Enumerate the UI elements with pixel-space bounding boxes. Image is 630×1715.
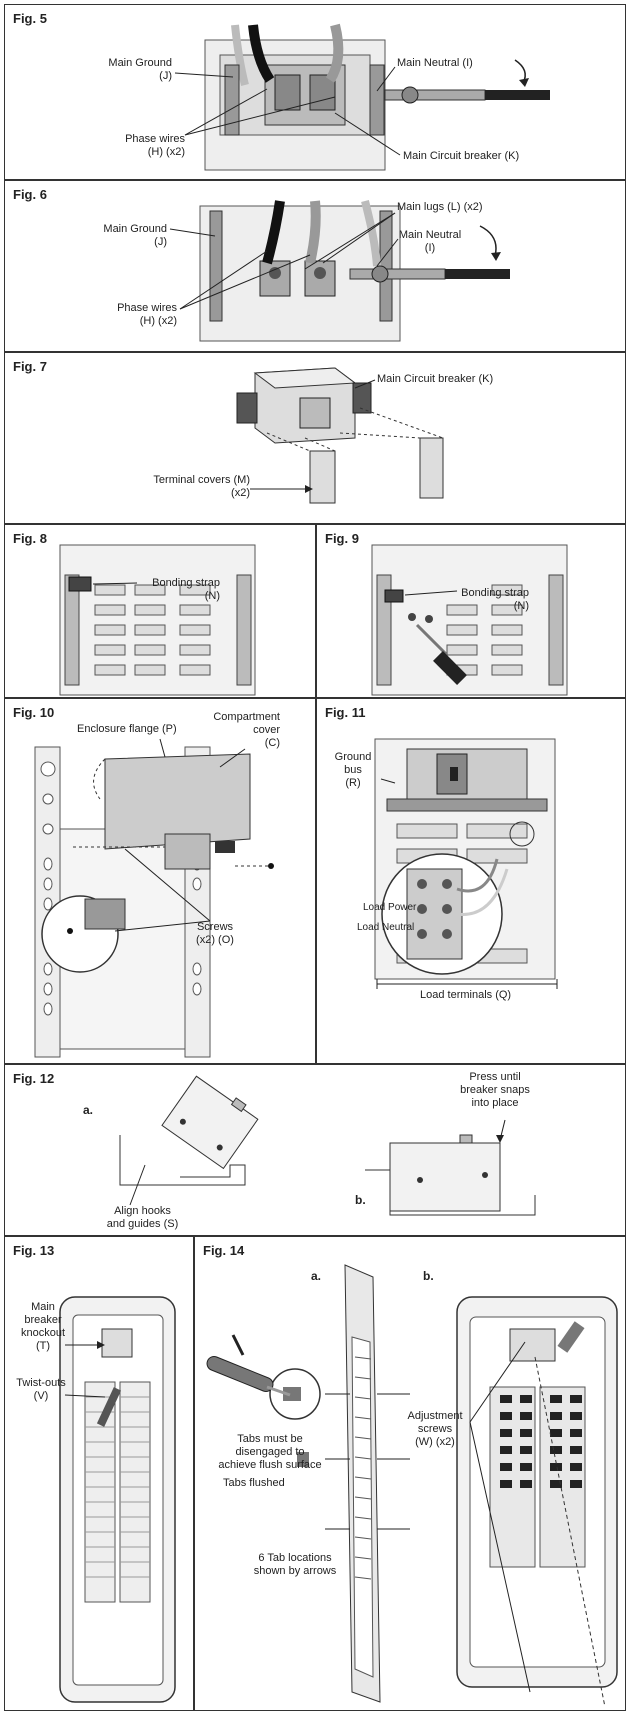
fig7-main-breaker-label: Main Circuit breaker (K): [377, 373, 494, 385]
fig14-panel: Fig. 14 a. b.: [194, 1236, 626, 1711]
fig6-main-lugs-label: Main lugs (L) (x2): [397, 201, 483, 213]
fig10-title: Fig. 10: [13, 705, 55, 720]
fig7-terminal-covers-label: Terminal covers (M)(x2): [153, 474, 250, 499]
fig14-step-a: a.: [311, 1269, 322, 1283]
fig9-panel: Fig. 9 Bonding strap(N): [316, 524, 626, 698]
fig12-step-b: b.: [355, 1193, 366, 1207]
fig11-title: Fig. 11: [325, 705, 366, 720]
fig6-illustration: [169, 200, 510, 342]
fig9-title: Fig. 9: [325, 531, 359, 546]
fig11-load-power-label: Load Power: [363, 902, 417, 913]
fig14-step-b: b.: [423, 1269, 434, 1283]
fig6-title: Fig. 6: [13, 187, 47, 202]
fig6-panel: Fig. 6 Main Ground(J) Main lugs (L) (x2)…: [4, 180, 626, 352]
fig5-phase-wires-label: Phase wires(H) (x2): [125, 133, 185, 158]
fig6-main-ground-label: Main Ground(J): [103, 223, 167, 248]
fig13-title: Fig. 13: [13, 1243, 55, 1258]
fig11-illustration: [374, 738, 558, 989]
fig13-twist-outs-label: Twist-outs(V): [16, 1377, 66, 1402]
fig5-main-neutral-label: Main Neutral (I): [397, 57, 473, 69]
fig10-enclosure-flange-label: Enclosure flange (P): [77, 723, 177, 735]
fig7-title: Fig. 7: [13, 359, 47, 374]
fig11-load-terminals-label: Load terminals (Q): [417, 989, 515, 1002]
fig10-illustration: [34, 738, 274, 1058]
fig8-title: Fig. 8: [13, 531, 47, 546]
fig5-illustration: [174, 23, 550, 171]
fig7-illustration: [236, 367, 444, 504]
fig12-illustration: [119, 1075, 536, 1216]
fig6-phase-wires-label: Phase wires(H) (x2): [117, 302, 177, 327]
fig11-load-neutral-label: Load Neutral: [357, 922, 415, 933]
fig14-illustration: [206, 1264, 618, 1708]
fig14-tabs-flushed-label: Tabs flushed: [223, 1477, 285, 1489]
fig14-title: Fig. 14: [203, 1243, 245, 1258]
fig10-panel: Fig. 10 Enclosure flange (P) Compartment…: [4, 698, 316, 1064]
fig6-main-neutral-label: Main Neutral(I): [398, 229, 462, 254]
fig7-panel: Fig. 7 Main Circuit breaker (K) Terminal…: [4, 352, 626, 524]
fig12-step-a: a.: [83, 1103, 94, 1117]
fig5-main-breaker-label: Main Circuit breaker (K): [403, 150, 520, 162]
fig9-bonding-strap-label: Bonding strap(N): [461, 587, 529, 612]
fig8-panel: Fig. 8 Bonding strap(N): [4, 524, 316, 698]
fig13-illustration: [59, 1296, 176, 1703]
fig8-bonding-strap-label: Bonding strap(N): [152, 577, 220, 602]
fig12-title: Fig. 12: [13, 1071, 55, 1086]
fig8-illustration: [59, 544, 256, 696]
fig5-panel: Fig. 5 Main Ground(J) Main Neutral (I) P…: [4, 4, 626, 180]
fig5-main-ground-label: Main Ground(J): [108, 57, 172, 82]
fig5-title: Fig. 5: [13, 11, 47, 26]
fig10-screws-label: Screws(x2) (O): [196, 921, 234, 946]
fig9-illustration: [371, 544, 568, 696]
